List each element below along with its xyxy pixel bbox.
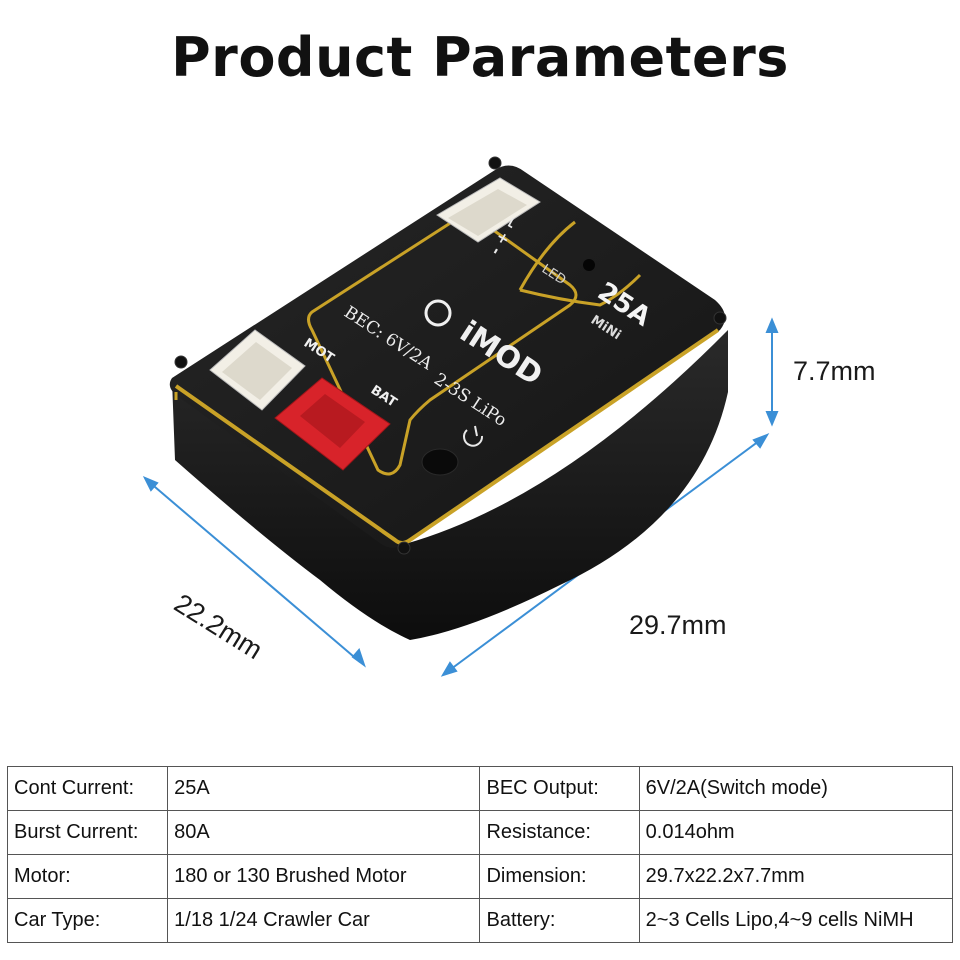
param-value: 2~3 Cells Lipo,4~9 cells NiMH	[638, 898, 954, 943]
table-row: Burst Current: 80A Resistance: 0.014ohm	[6, 810, 954, 855]
param-value: 0.014ohm	[638, 810, 954, 855]
page-title: Product Parameters	[171, 26, 789, 89]
mot-connector	[209, 329, 306, 411]
param-label: Motor:	[6, 854, 169, 899]
param-value: 29.7x22.2x7.7mm	[638, 854, 954, 899]
product-illustration: iMOD BEC: 6V/2A 2-3S LiPo 25A MiNi LED M…	[142, 156, 779, 677]
param-label: Resistance:	[479, 810, 640, 855]
param-label: Dimension:	[479, 854, 640, 899]
brand-logo-icon	[424, 299, 452, 327]
param-value: 1/18 1/24 Crawler Car	[167, 898, 481, 943]
param-value: 80A	[167, 810, 481, 855]
table-row: Motor: 180 or 130 Brushed Motor Dimensio…	[6, 854, 954, 899]
param-label: Car Type:	[6, 898, 169, 943]
length-dimension: 29.7mm	[629, 610, 727, 640]
param-value: 180 or 130 Brushed Motor	[167, 854, 481, 899]
param-label: Burst Current:	[6, 810, 169, 855]
esc-body	[169, 156, 728, 640]
bat-connector	[274, 377, 391, 471]
power-icon	[463, 425, 484, 447]
param-label: Battery:	[479, 898, 640, 943]
height-dimension: 7.7mm	[793, 356, 876, 386]
param-label: BEC Output:	[479, 766, 640, 811]
param-value: 6V/2A(Switch mode)	[638, 766, 954, 811]
param-label: Cont Current:	[6, 766, 169, 811]
parameters-table: Cont Current: 25A BEC Output: 6V/2A(Swit…	[6, 766, 954, 943]
param-value: 25A	[167, 766, 481, 811]
table-row: Cont Current: 25A BEC Output: 6V/2A(Swit…	[6, 766, 954, 811]
table-row: Car Type: 1/18 1/24 Crawler Car Battery:…	[6, 898, 954, 943]
servo-connector	[436, 177, 541, 243]
